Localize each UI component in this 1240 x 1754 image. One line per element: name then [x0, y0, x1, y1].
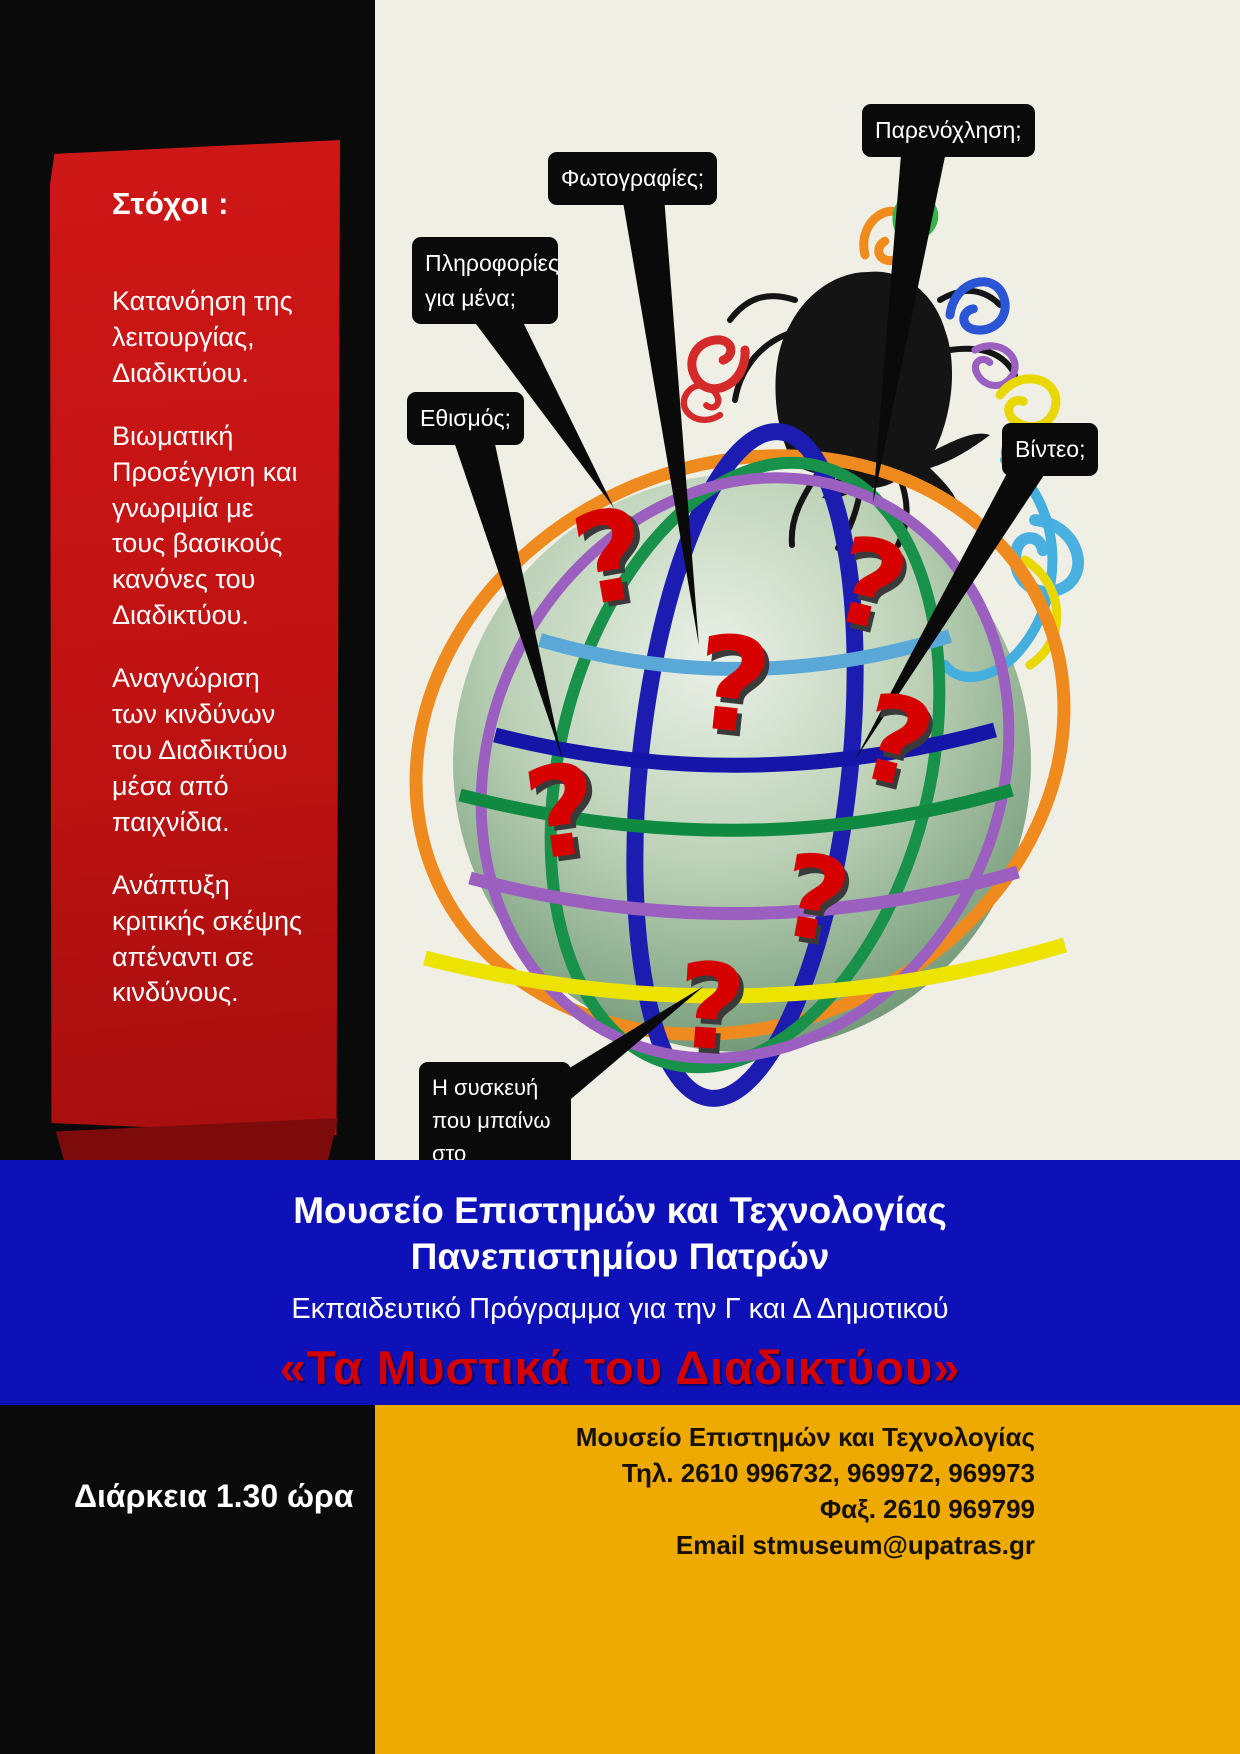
callout-photos: Φωτογραφίες; [548, 152, 718, 205]
callout-addiction: Εθισμός; [407, 392, 524, 445]
contact-footer: Μουσείο Επιστημών και Τεχνολογίας Τηλ. 2… [375, 1405, 1240, 1754]
callout-personal-info: Πληροφορίες για μένα; [412, 237, 559, 324]
question-mark-shadow: ? [692, 611, 783, 770]
goals-banner [50, 140, 340, 1135]
callout-tail-harassment [873, 142, 948, 503]
callout-video: Βίντεο; [1002, 423, 1099, 476]
goal-item: Κατανόηση της λειτουργίας, Διαδικτύου. [112, 286, 293, 388]
contact-block: Μουσείο Επιστημών και Τεχνολογίας Τηλ. 2… [375, 1405, 1240, 1563]
goal-item: Ανάπτυξη κριτικής σκέψης απέναντι σε κιν… [112, 869, 303, 1008]
creature-tentacle-curls [677, 190, 1082, 682]
duration-text: Διάρκεια 1.30 ώρα [74, 1478, 354, 1514]
goals-banner-fold [56, 1118, 338, 1166]
callout-tail-video [855, 460, 1054, 760]
contact-line: Μουσείο Επιστημών και Τεχνολογίας [575, 1422, 1035, 1452]
program-audience: Εκπαιδευτικό Πρόγραμμα για την Γ και Δ Δ… [291, 1292, 949, 1325]
contact-line: Email stmuseum@upatras.gr [675, 1530, 1035, 1560]
museum-band: Μουσείο Επιστημών και Τεχνολογίας Πανεπι… [0, 1160, 1240, 1405]
goal-item: Αναγνώριση των κινδύνων του Διαδικτύου μ… [112, 663, 288, 837]
contact-line: Φαξ. 2610 969799 [819, 1494, 1035, 1524]
question-mark: ? [672, 936, 750, 1078]
question-mark: ? [687, 606, 778, 765]
callout-tail-addiction [450, 430, 562, 758]
program-title: «Τα Μυστικά του Διαδικτύου» [279, 1340, 961, 1394]
contact-line: Τηλ. 2610 996732, 969972, 969973 [622, 1458, 1035, 1488]
goal-item: Βιωματική Προσέγγιση και γνωριμία με του… [112, 420, 298, 631]
globe-illustration: ? ? ? ? ? ? ? ? ? ? ? ? ? ? [409, 142, 1240, 1110]
callout-tail-photos [622, 196, 699, 646]
callout-harassment: Παρενόχληση; [862, 104, 1035, 157]
callout-tails [450, 142, 1054, 1110]
goals-list: Στόχοι : Κατανόηση της λειτουργίας, Διαδ… [112, 186, 312, 1038]
question-mark-shadow: ? [677, 941, 755, 1083]
museum-name-line2: Πανεπιστημίου Πατρών [410, 1236, 830, 1278]
callout-tail-device [558, 986, 704, 1110]
museum-name-line1: Μουσείο Επιστημών και Τεχνολογίας [293, 1190, 947, 1231]
callout-tail-personal-info [470, 316, 614, 508]
goals-heading: Στόχοι : [112, 186, 229, 221]
globe-orbit-ribbons [409, 423, 1071, 1107]
